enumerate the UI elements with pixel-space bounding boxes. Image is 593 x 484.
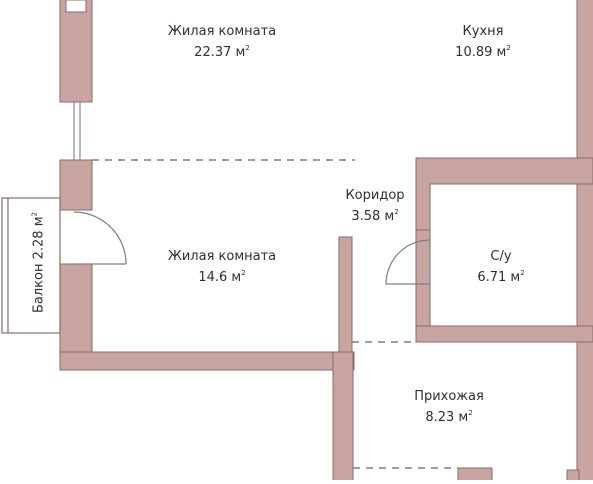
right-wall-bottom xyxy=(576,341,593,483)
window-frame-mid xyxy=(73,101,81,161)
bath-left-wall xyxy=(415,229,431,341)
balcony-outline xyxy=(1,197,61,334)
left-wall-top xyxy=(59,0,93,103)
bath-top-wall xyxy=(415,157,593,231)
hall-left-wall xyxy=(332,351,354,483)
door-swing-balcony xyxy=(73,211,127,265)
room-label-corridor: Коридор 3.58 м2 xyxy=(345,188,405,224)
door-swing-bath xyxy=(385,239,431,285)
right-wall-mid xyxy=(576,183,593,327)
hall-bottom-jamb xyxy=(457,467,493,483)
room-label-kitchen: Кухня 10.89 м2 xyxy=(455,24,511,60)
balcony-label: Балкон 2.28 м2 xyxy=(30,212,47,314)
window-frame-top xyxy=(65,0,87,13)
room-label-living-1: Жилая комната 22.37 м2 xyxy=(167,24,277,60)
living-bottom-wall xyxy=(59,351,355,371)
hall-bottom-jamb-right xyxy=(566,469,580,483)
bath-bottom-wall xyxy=(415,325,593,343)
room-label-living-2: Жилая комната 14.6 м2 xyxy=(167,249,277,285)
corridor-partition xyxy=(338,236,353,371)
right-wall-top xyxy=(576,0,593,159)
room-label-bathroom: С/у 6.71 м2 xyxy=(477,249,525,285)
left-wall-mid xyxy=(59,159,93,211)
room-label-hall: Прихожая 8.23 м2 xyxy=(414,389,484,425)
